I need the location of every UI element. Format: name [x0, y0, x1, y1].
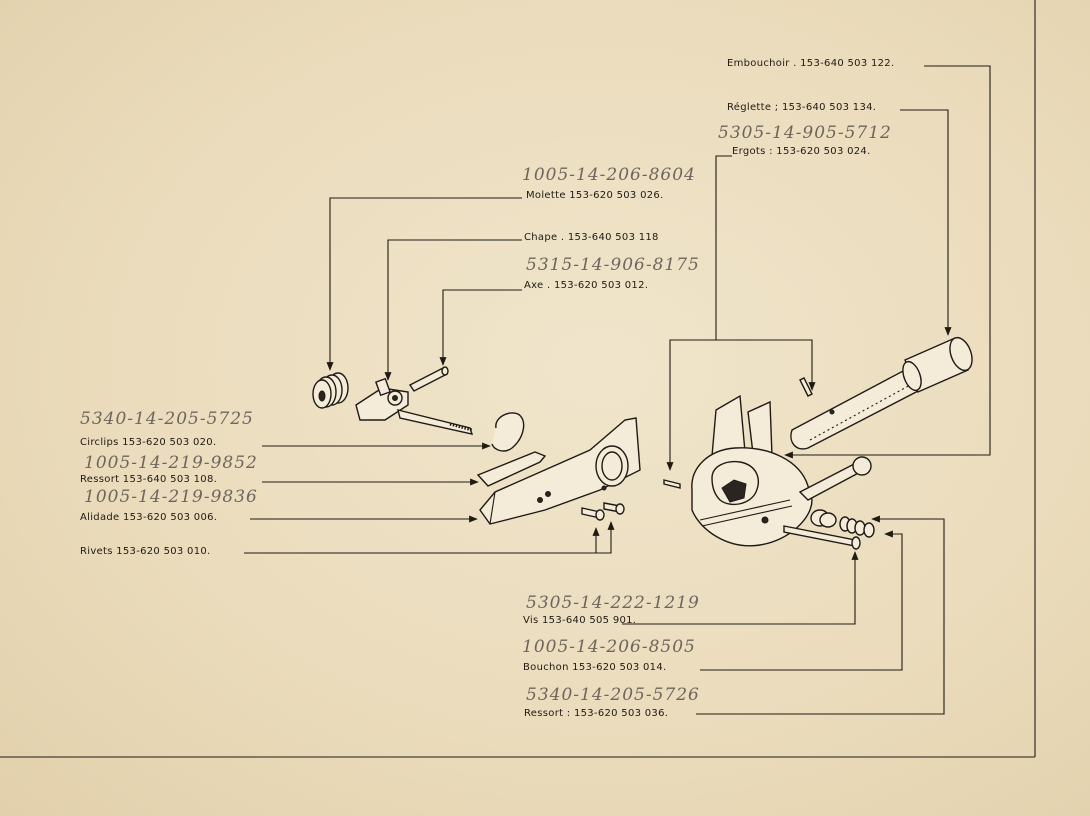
bouchon-part	[810, 509, 837, 528]
leader-vis	[622, 551, 859, 625]
leader-embouchoir	[784, 65, 991, 459]
handwritten-ressort1: 1005-14-219-9852	[84, 453, 258, 473]
handwritten-ergots: 5305-14-905-5712	[718, 123, 892, 143]
leader-molette	[326, 197, 522, 371]
label-circlips: Circlips 153-620 503 020.	[80, 437, 217, 448]
leader-chape	[384, 239, 522, 381]
reglette-part	[790, 369, 922, 450]
handwritten-bouchon: 1005-14-206-8505	[522, 637, 696, 657]
rivets-part	[581, 502, 625, 521]
ergot-pin-left	[663, 479, 681, 489]
label-bouchon: Bouchon 153-620 503 014.	[523, 662, 667, 673]
handwritten-vis: 5305-14-222-1219	[526, 593, 700, 613]
label-ergots: Ergots : 153-620 503 024.	[732, 146, 871, 157]
leader-axe	[439, 289, 522, 366]
leader-rivets	[244, 521, 615, 554]
main-body-part	[691, 394, 872, 547]
handwritten-molette: 1005-14-206-8604	[522, 165, 696, 185]
ergot-pin-top	[799, 377, 813, 397]
circlips-part	[491, 412, 525, 452]
label-rivets: Rivets 153-620 503 010.	[80, 546, 211, 557]
ressort1-part	[476, 451, 547, 487]
label-molette: Molette 153-620 503 026.	[526, 190, 664, 201]
alidade-part	[479, 417, 641, 525]
embouchoir-part	[902, 336, 973, 393]
label-chape: Chape . 153-640 503 118	[524, 232, 659, 243]
vis-part	[783, 525, 861, 550]
leader-ressort2	[696, 515, 945, 715]
axe-part	[408, 366, 449, 392]
label-ressort1: Ressort 153-640 503 108.	[80, 474, 218, 485]
molette-part	[312, 372, 349, 409]
handwritten-axe: 5315-14-906-8175	[526, 255, 700, 275]
handwritten-ressort2: 5340-14-205-5726	[526, 685, 700, 705]
label-ressort2: Ressort : 153-620 503 036.	[524, 708, 669, 719]
leader-reglette	[900, 109, 952, 336]
leader-bouchon	[700, 530, 903, 671]
label-axe: Axe . 153-620 503 012.	[524, 280, 649, 291]
label-reglette: Réglette ; 153-640 503 134.	[727, 102, 877, 113]
handwritten-circlips: 5340-14-205-5725	[80, 409, 254, 429]
chape-part	[355, 377, 474, 435]
ressort2-part	[839, 516, 875, 538]
leader-ergots	[666, 155, 816, 471]
label-alidade: Alidade 153-620 503 006.	[80, 512, 218, 523]
label-embouchoir: Embouchoir . 153-640 503 122.	[727, 58, 895, 69]
label-vis: Vis 153-640 505 901.	[523, 615, 637, 626]
handwritten-alidade: 1005-14-219-9836	[84, 487, 258, 507]
